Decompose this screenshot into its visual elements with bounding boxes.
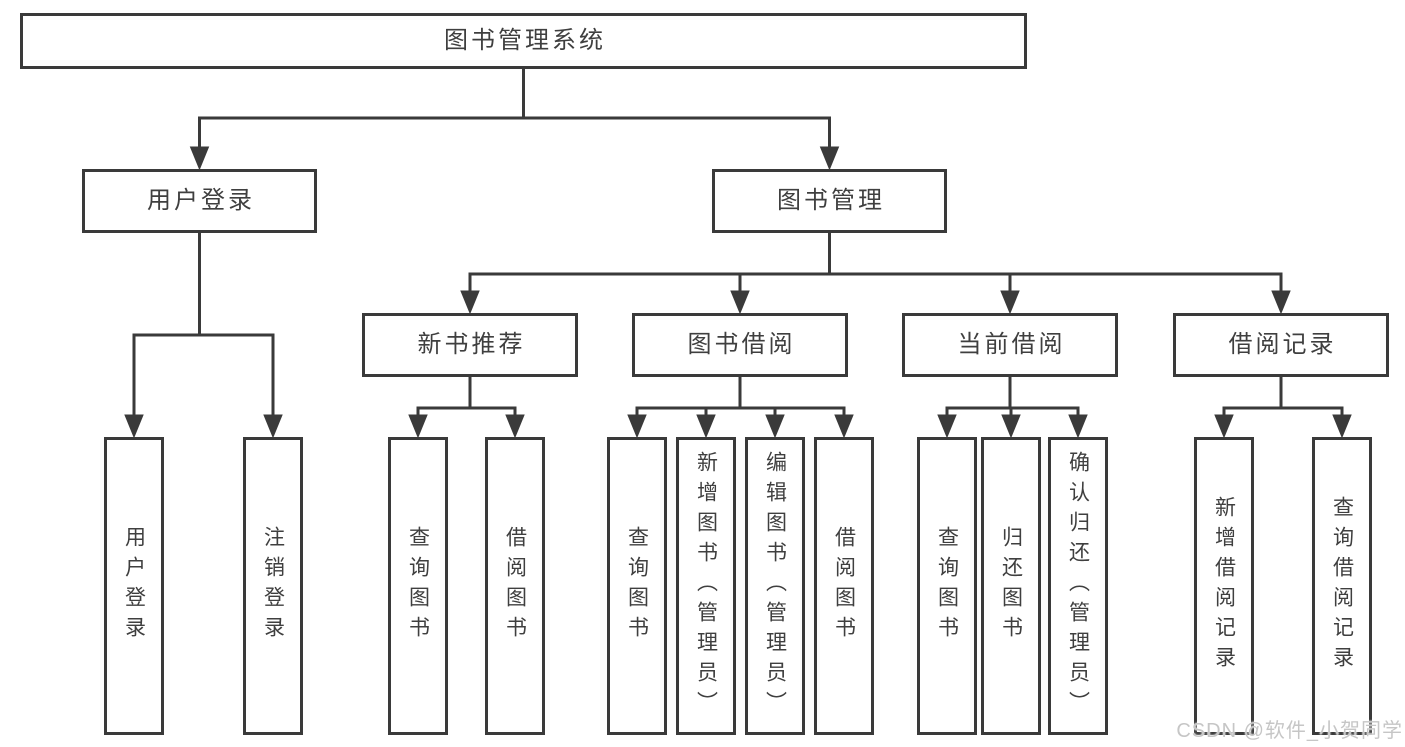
leaf-query-books-recommend: 查询图书: [388, 437, 448, 735]
leaf-add-borrow-record: 新增借阅记录: [1194, 437, 1254, 735]
node-new-book-recommend: 新书推荐: [362, 313, 578, 377]
node-label: 当前借阅: [957, 331, 1066, 358]
leaf-label: 查询图书: [625, 526, 649, 646]
node-label: 新书推荐: [417, 331, 526, 358]
csdn-watermark: CSDN @软件_小贺同学: [1176, 720, 1403, 742]
node-label: 图书借阅: [687, 331, 796, 358]
leaf-label: 归还图书: [999, 526, 1023, 646]
leaf-logout: 注销登录: [243, 437, 303, 735]
leaf-label: 借阅图书: [503, 526, 527, 646]
leaf-label: 查询图书: [935, 526, 959, 646]
node-label: 图书管理系统: [444, 27, 606, 54]
leaf-label: 新增图书（管理员）: [694, 451, 718, 721]
leaf-query-borrow-record: 查询借阅记录: [1312, 437, 1372, 735]
leaf-add-books-admin: 新增图书（管理员）: [676, 437, 736, 735]
node-root-system: 图书管理系统: [20, 13, 1027, 69]
node-book-management: 图书管理: [712, 169, 947, 233]
node-label: 借阅记录: [1228, 331, 1337, 358]
leaf-label: 新增借阅记录: [1212, 496, 1236, 676]
leaf-label: 编辑图书（管理员）: [763, 451, 787, 721]
leaf-label: 借阅图书: [832, 526, 856, 646]
leaf-label: 查询借阅记录: [1330, 496, 1354, 676]
leaf-query-books-borrow: 查询图书: [607, 437, 667, 735]
leaf-query-books-current: 查询图书: [917, 437, 977, 735]
leaf-label: 用户登录: [122, 526, 146, 646]
leaf-borrow-books: 借阅图书: [814, 437, 874, 735]
leaf-confirm-return-admin: 确认归还（管理员）: [1048, 437, 1108, 735]
node-user-login: 用户登录: [82, 169, 317, 233]
leaf-return-books: 归还图书: [981, 437, 1041, 735]
node-book-borrow: 图书借阅: [632, 313, 848, 377]
leaf-label: 查询图书: [406, 526, 430, 646]
leaf-label: 确认归还（管理员）: [1066, 451, 1090, 721]
leaf-borrow-books-recommend: 借阅图书: [485, 437, 545, 735]
node-current-borrow: 当前借阅: [902, 313, 1118, 377]
node-label: 图书管理: [777, 187, 885, 214]
leaf-user-login: 用户登录: [104, 437, 164, 735]
node-label: 用户登录: [147, 187, 255, 214]
leaf-label: 注销登录: [261, 526, 285, 646]
leaf-edit-books-admin: 编辑图书（管理员）: [745, 437, 805, 735]
node-borrow-records: 借阅记录: [1173, 313, 1389, 377]
